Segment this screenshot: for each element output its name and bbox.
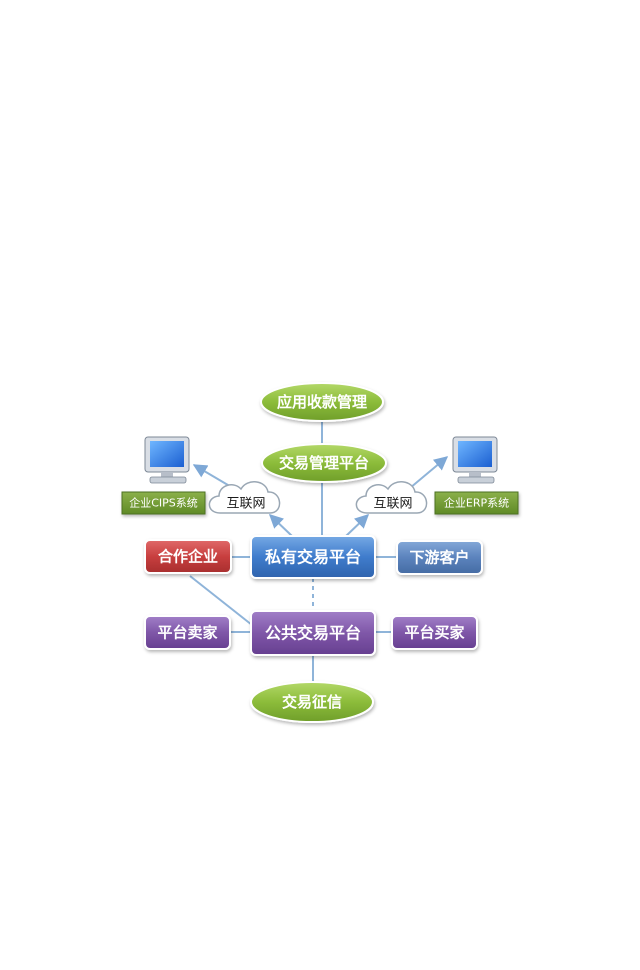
node-platform-seller: 平台卖家 [144, 615, 231, 650]
node-app-collection: 应用收款管理 [260, 382, 384, 422]
system-right: 企业ERP系统 [434, 491, 519, 515]
node-trade-mgmt-platform-label: 交易管理平台 [279, 454, 369, 472]
system-left: 企业CIPS系统 [121, 491, 206, 515]
cloud-left-label: 互联网 [226, 497, 265, 512]
connectors [189, 419, 449, 684]
cloud-icon: 互联网 [208, 481, 281, 514]
node-downstream-customer-label: 下游客户 [409, 549, 469, 567]
computer-icon [452, 436, 498, 484]
node-public-trade-platform: 公共交易平台 [250, 610, 376, 656]
node-trade-credit-label: 交易征信 [282, 693, 342, 711]
system-left-label: 企业CIPS系统 [129, 496, 198, 510]
connector-right-cloud-to-computer [409, 456, 449, 489]
connector-left-cloud-to-computer [192, 464, 234, 489]
connector-partner-to-public [189, 575, 253, 626]
connector-private-to-right-cloud [345, 514, 370, 537]
node-platform-buyer-label: 平台买家 [404, 624, 464, 642]
node-trade-credit: 交易征信 [250, 681, 374, 723]
node-private-trade-platform-label: 私有交易平台 [265, 548, 361, 567]
node-partner-enterprise: 合作企业 [144, 539, 232, 574]
cloud-right-label: 互联网 [373, 497, 412, 512]
node-private-trade-platform: 私有交易平台 [250, 535, 376, 579]
node-platform-seller-label: 平台卖家 [157, 624, 217, 642]
node-trade-mgmt-platform: 交易管理平台 [261, 443, 387, 483]
connector-private-to-left-cloud [268, 514, 293, 537]
cloud-icon: 互联网 [355, 481, 428, 514]
node-app-collection-label: 应用收款管理 [277, 393, 367, 411]
node-partner-enterprise-label: 合作企业 [157, 548, 218, 566]
node-platform-buyer: 平台买家 [391, 615, 478, 650]
computer-icon [144, 436, 190, 484]
node-public-trade-platform-label: 公共交易平台 [265, 624, 361, 643]
node-downstream-customer: 下游客户 [396, 540, 483, 575]
system-right-label: 企业ERP系统 [444, 496, 509, 510]
